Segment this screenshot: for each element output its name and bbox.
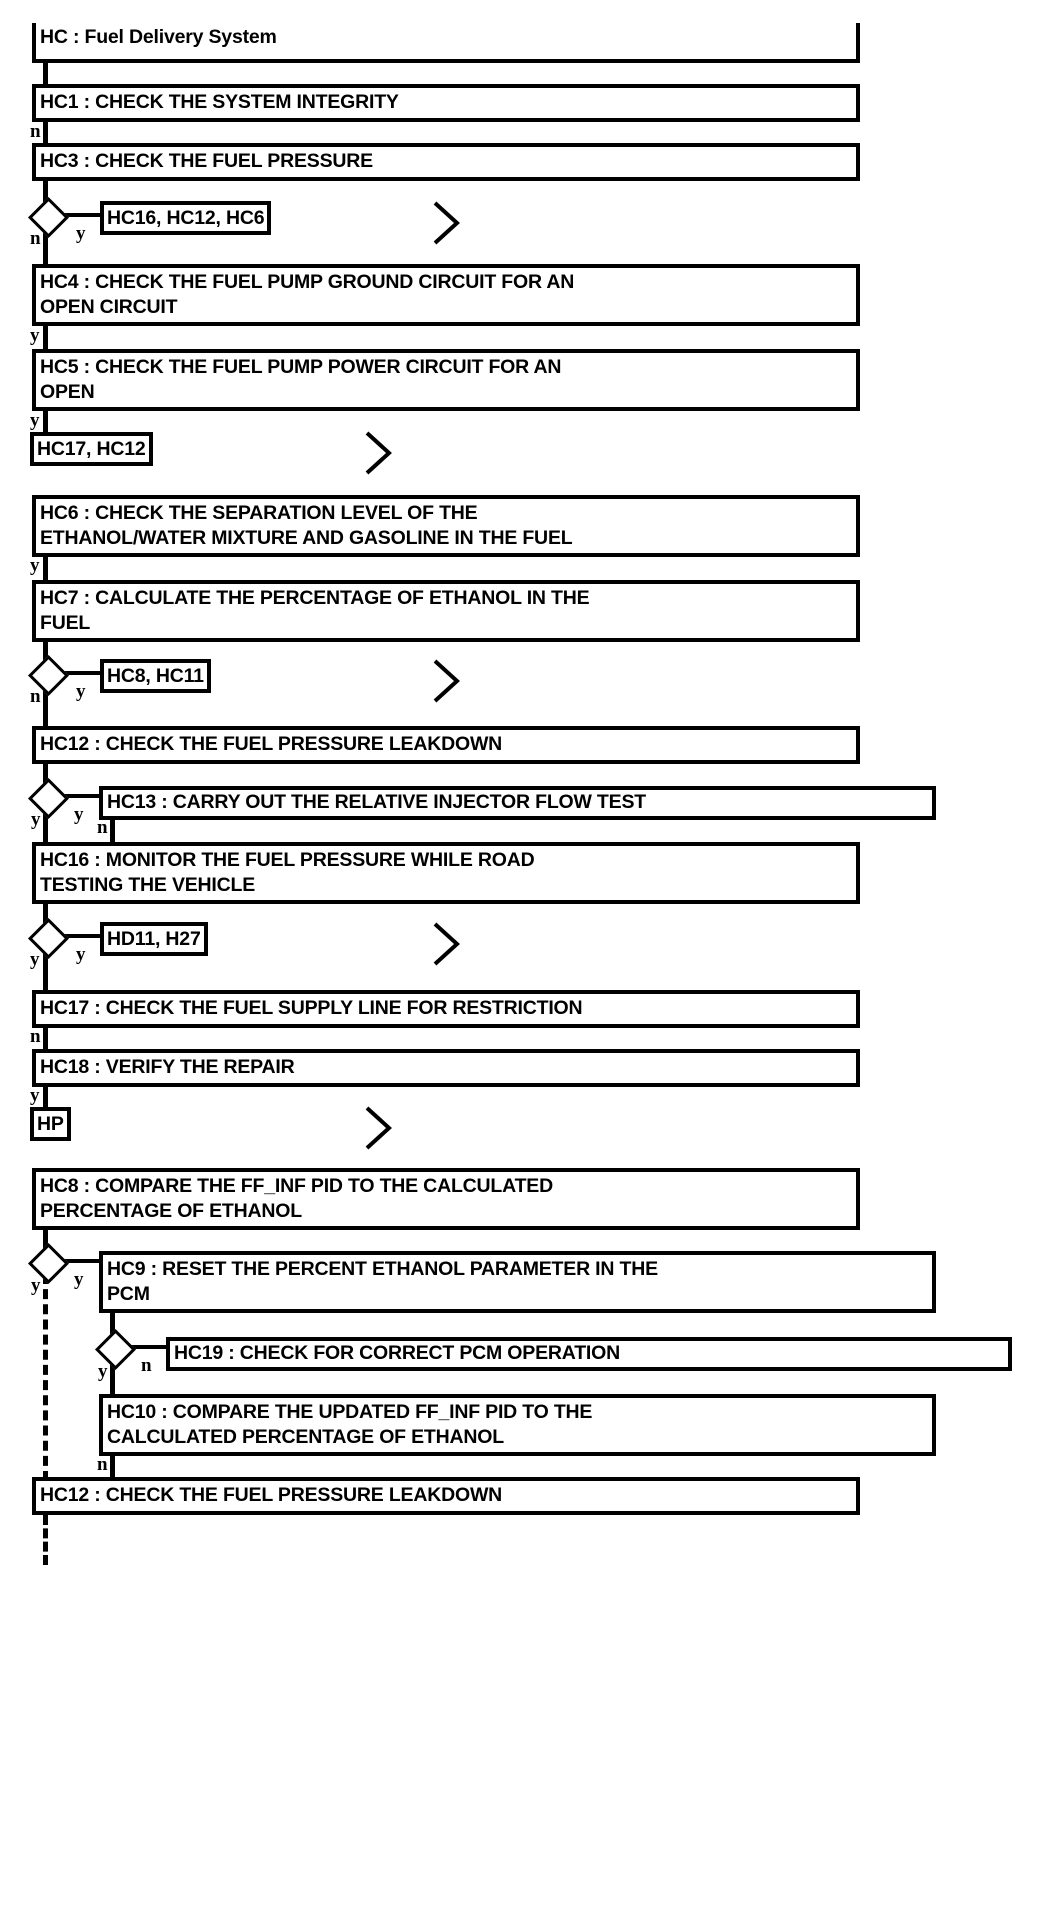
edge-label-y-hc18: y — [30, 1085, 40, 1106]
connector-hc18-ref5 — [43, 1087, 48, 1109]
edge-label-n-d4: y — [30, 949, 40, 970]
edge-label-y-d1: y — [76, 223, 86, 244]
node-hc7: HC7 : CALCULATE THE PERCENTAGE OF ETHANO… — [32, 580, 860, 642]
connector-d1-hc4 — [43, 226, 48, 264]
connector-d4-hc17 — [43, 947, 48, 990]
connector-hc6-hc7 — [43, 557, 48, 584]
node-hc19: HC19 : CHECK FOR CORRECT PCM OPERATION — [166, 1337, 1012, 1371]
goto-chevron-icon-5 — [362, 1103, 392, 1150]
connector-hc17-hc18 — [43, 1028, 48, 1054]
connector-d4-ref4 — [63, 934, 105, 938]
node-hc3: HC3 : CHECK THE FUEL PRESSURE — [32, 143, 860, 181]
connector-d3-hc13 — [63, 794, 103, 798]
edge-label-y-d3: y — [31, 809, 41, 830]
edge-label-y-hc13: n — [97, 817, 108, 838]
edge-label-n-hc10: n — [97, 1454, 108, 1475]
node-header-hc: HC : Fuel Delivery System — [32, 23, 860, 63]
ref-box-hc8-hc11[interactable]: HC8, HC11 — [100, 659, 211, 693]
connector-hc13-hc16 — [110, 820, 115, 842]
edge-label-y-d2: y — [76, 681, 86, 702]
connector-hc9-d6 — [110, 1313, 115, 1346]
connector-d6-hc19 — [130, 1345, 170, 1349]
edge-label-y-hc6: y — [30, 555, 40, 576]
edge-label-n-d6: n — [141, 1355, 152, 1376]
goto-chevron-icon-1 — [430, 198, 460, 245]
connector-d5-hc9 — [63, 1259, 103, 1263]
node-hc16: HC16 : MONITOR THE FUEL PRESSURE WHILE R… — [32, 842, 860, 904]
connector-d6-hc10 — [110, 1358, 115, 1394]
connector-hc4-hc5 — [43, 326, 48, 353]
connector-d1-ref1 — [63, 213, 105, 217]
ref-box-hc16-hc12-hc6[interactable]: HC16, HC12, HC6 — [100, 201, 272, 235]
node-hc9: HC9 : RESET THE PERCENT ETHANOL PARAMETE… — [99, 1251, 936, 1313]
connector-d2-hc12a — [43, 684, 48, 726]
edge-label-y-d5: y — [31, 1275, 41, 1296]
edge-label-y-d6: y — [98, 1361, 108, 1382]
edge-label-y-hc5: y — [30, 410, 40, 431]
connector-hc1-hc3 — [43, 122, 48, 150]
edge-label-y-hc4: y — [30, 325, 40, 346]
node-hc4: HC4 : CHECK THE FUEL PUMP GROUND CIRCUIT… — [32, 264, 860, 326]
node-hc18: HC18 : VERIFY THE REPAIR — [32, 1049, 860, 1087]
connector-hc3-d1 — [43, 181, 48, 211]
edge-label-y-d4: y — [76, 944, 86, 965]
goto-chevron-icon-2 — [362, 428, 392, 475]
node-hc12-second: HC12 : CHECK THE FUEL PRESSURE LEAKDOWN — [32, 1477, 860, 1515]
connector-hc5-ref2 — [43, 411, 48, 435]
edge-label-n-hc1: n — [30, 121, 41, 142]
node-hc1: HC1 : CHECK THE SYSTEM INTEGRITY — [32, 84, 860, 122]
edge-label-n-d5: y — [74, 1269, 84, 1290]
edge-label-n-d1: n — [30, 228, 41, 249]
edge-label-n-d3: y — [74, 804, 84, 825]
connector-d2-ref3 — [63, 671, 105, 675]
node-hc12-first: HC12 : CHECK THE FUEL PRESSURE LEAKDOWN — [32, 726, 860, 764]
node-hc6: HC6 : CHECK THE SEPARATION LEVEL OF THE … — [32, 495, 860, 557]
node-hc10: HC10 : COMPARE THE UPDATED FF_INF PID TO… — [99, 1394, 936, 1456]
edge-label-n-d2: n — [30, 686, 41, 707]
connector-header-hc1 — [43, 63, 48, 96]
ref-box-hp[interactable]: HP — [30, 1107, 71, 1141]
goto-chevron-icon-4 — [430, 919, 460, 966]
connector-hc12b-continuation — [43, 1515, 48, 1565]
connector-hc16-d4 — [43, 904, 48, 932]
ref-box-hc17-hc12[interactable]: HC17, HC12 — [30, 432, 153, 466]
node-hc17: HC17 : CHECK THE FUEL SUPPLY LINE FOR RE… — [32, 990, 860, 1028]
node-hc8: HC8 : COMPARE THE FF_INF PID TO THE CALC… — [32, 1168, 860, 1230]
node-hc5: HC5 : CHECK THE FUEL PUMP POWER CIRCUIT … — [32, 349, 860, 411]
connector-hc10-hc12b — [110, 1456, 115, 1481]
goto-chevron-icon-3 — [430, 656, 460, 703]
edge-label-y-hc17: n — [30, 1026, 41, 1047]
ref-box-hd11-h27[interactable]: HD11, H27 — [100, 922, 208, 956]
connector-d5-hc12b-dashed — [43, 1274, 48, 1481]
node-hc13: HC13 : CARRY OUT THE RELATIVE INJECTOR F… — [99, 786, 936, 820]
connector-d3-hc16 — [43, 807, 48, 842]
